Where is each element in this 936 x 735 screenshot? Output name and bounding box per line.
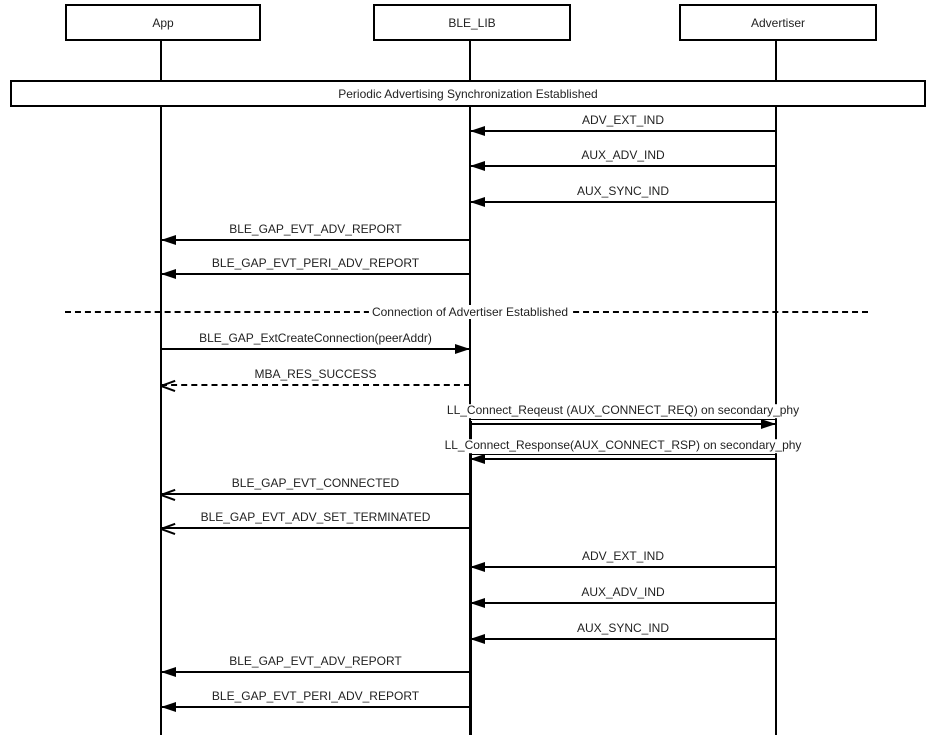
message-line-aux-sync-ind [470,638,776,640]
message-label-aux-sync-ind: AUX_SYNC_IND [574,184,672,199]
arrowhead-open-ble-gap-evt-connected [161,486,176,502]
message-line-mba-res-success [161,384,470,386]
message-upper-line-ll-connect-reqeust-aux-connect-req-on-secondary-phy [470,419,776,420]
message-label-ble-gap-evt-adv-set-terminated: BLE_GAP_EVT_ADV_SET_TERMINATED [198,510,433,525]
arrowhead-filled-ble-gap-evt-adv-report [161,667,176,677]
message-line-adv-ext-ind [470,130,776,132]
message-label-ble-gap-evt-connected: BLE_GAP_EVT_CONNECTED [229,476,402,491]
activation-bar-ble-lib [468,421,472,735]
message-line-ble-gap-evt-peri-adv-report [161,273,470,275]
lifeline-ble-lib [469,37,471,735]
arrowhead-filled-ble-gap-evt-peri-adv-report [161,702,176,712]
message-line-aux-adv-ind [470,602,776,604]
message-upper-line-ll-connect-response-aux-connect-rsp-on-secondary-phy [470,454,776,455]
message-line-aux-adv-ind [470,165,776,167]
message-label-adv-ext-ind: ADV_EXT_IND [579,113,667,128]
actor-label-advertiser: Advertiser [750,15,806,30]
arrowhead-filled-ll-connect-reqeust-aux-connect-req-on-secondary-phy [761,419,776,429]
banner-periodic-adv-sync: Periodic Advertising Synchronization Est… [10,80,926,107]
message-label-adv-ext-ind: ADV_EXT_IND [579,549,667,564]
message-label-ble-gap-evt-adv-report: BLE_GAP_EVT_ADV_REPORT [227,654,404,669]
arrowhead-filled-ble-gap-evt-peri-adv-report [161,269,176,279]
arrowhead-filled-aux-adv-ind [470,598,485,608]
message-line-adv-ext-ind [470,566,776,568]
arrowhead-filled-adv-ext-ind [470,126,485,136]
message-label-ll-connect-reqeust-aux-connect-req-on-secondary-phy: LL_Connect_Reqeust (AUX_CONNECT_REQ) on … [444,403,802,418]
actor-label-ble-lib: BLE_LIB [448,15,496,30]
message-line-ll-connect-reqeust-aux-connect-req-on-secondary-phy [470,423,776,425]
actor-box-advertiser: Advertiser [679,4,877,41]
message-label-mba-res-success: MBA_RES_SUCCESS [252,367,379,382]
message-label-aux-sync-ind: AUX_SYNC_IND [574,621,672,636]
message-line-ble-gap-evt-adv-report [161,671,470,673]
arrowhead-filled-aux-adv-ind [470,161,485,171]
actor-box-app: App [65,4,261,41]
message-label-ble-gap-evt-adv-report: BLE_GAP_EVT_ADV_REPORT [227,222,404,237]
arrowhead-filled-aux-sync-ind [470,197,485,207]
message-label-ble-gap-extcreateconnection-peeraddr: BLE_GAP_ExtCreateConnection(peerAddr) [197,331,434,346]
message-label-ble-gap-evt-peri-adv-report: BLE_GAP_EVT_PERI_ADV_REPORT [209,256,422,271]
lifeline-advertiser [775,37,777,735]
banner-label: Periodic Advertising Synchronization Est… [338,86,598,101]
message-line-aux-sync-ind [470,201,776,203]
actor-box-ble-lib: BLE_LIB [373,4,571,41]
arrowhead-filled-ll-connect-response-aux-connect-rsp-on-secondary-phy [470,454,485,464]
message-line-ble-gap-evt-adv-report [161,239,470,241]
message-label-aux-adv-ind: AUX_ADV_IND [579,585,667,600]
arrowhead-filled-aux-sync-ind [470,634,485,644]
message-line-ble-gap-evt-peri-adv-report [161,706,470,708]
message-label-aux-adv-ind: AUX_ADV_IND [579,148,667,163]
arrowhead-filled-ble-gap-extcreateconnection-peeraddr [455,344,470,354]
message-line-ll-connect-response-aux-connect-rsp-on-secondary-phy [470,458,776,460]
actor-label-app: App [152,15,174,30]
arrowhead-filled-adv-ext-ind [470,562,485,572]
message-label-ll-connect-response-aux-connect-rsp-on-secondary-phy: LL_Connect_Response(AUX_CONNECT_RSP) on … [442,438,804,453]
message-line-ble-gap-extcreateconnection-peeraddr [161,348,470,350]
arrowhead-filled-ble-gap-evt-adv-report [161,235,176,245]
divider-label: Connection of Advertiser Established [368,305,572,319]
message-line-ble-gap-evt-connected [161,493,470,495]
message-label-ble-gap-evt-peri-adv-report: BLE_GAP_EVT_PERI_ADV_REPORT [209,689,422,704]
arrowhead-open-mba-res-success [161,377,176,393]
arrowhead-open-ble-gap-evt-adv-set-terminated [161,520,176,536]
message-line-ble-gap-evt-adv-set-terminated [161,527,470,529]
